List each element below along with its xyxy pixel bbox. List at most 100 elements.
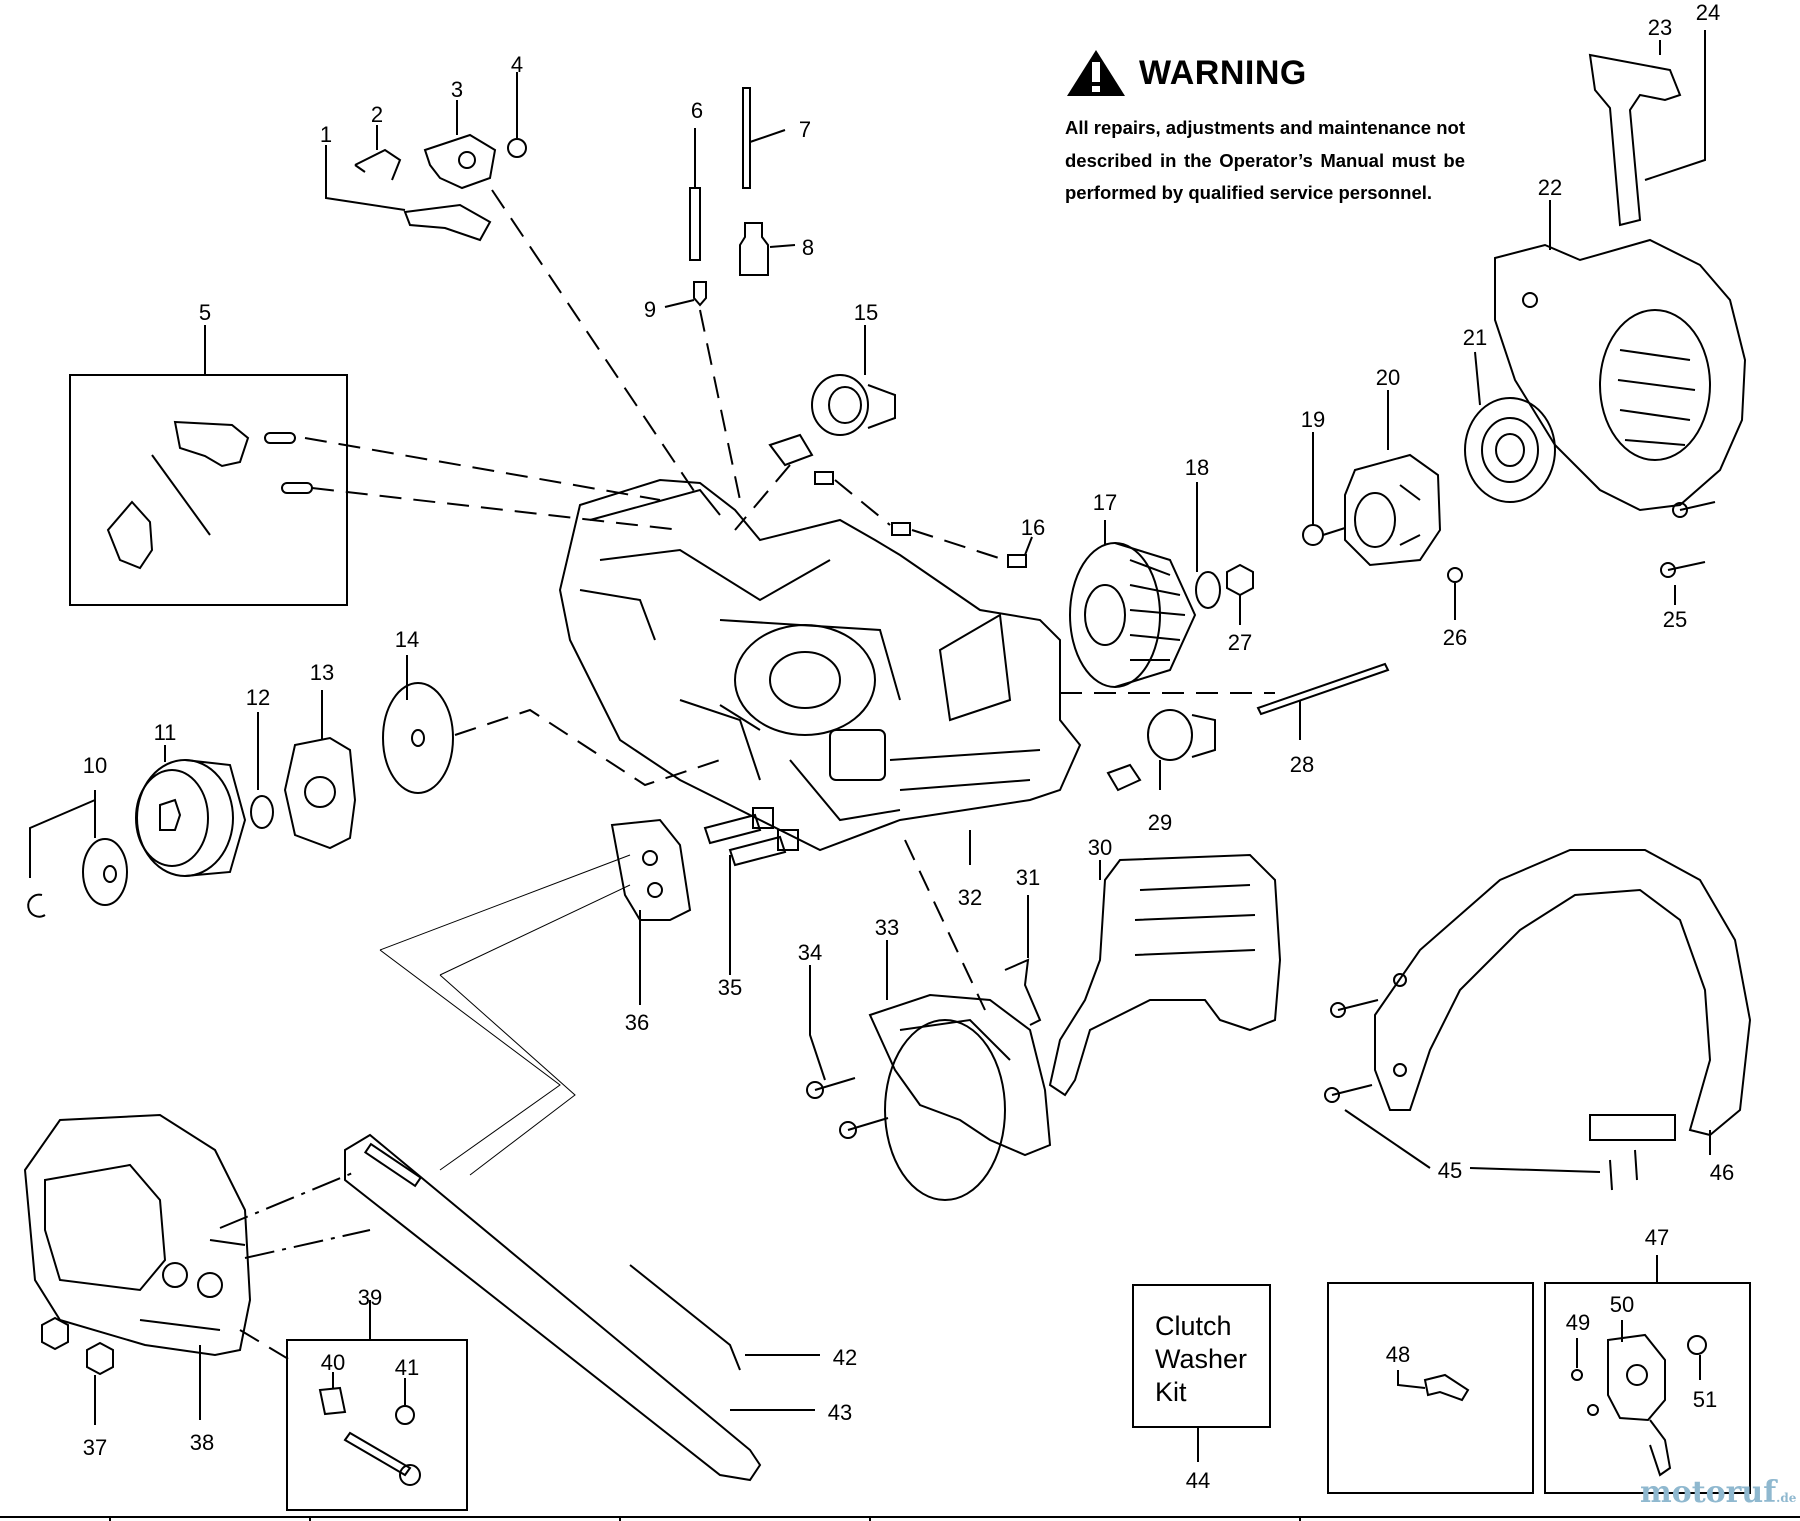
part-20-pulley [1344, 453, 1442, 567]
warning-text: All repairs, adjustments and maintenance… [1065, 117, 1465, 203]
part-22-starter-housing [1494, 238, 1747, 512]
part-34-screws [806, 1077, 889, 1139]
callout-29: 29 [1148, 810, 1172, 835]
callout-16: 16 [1021, 515, 1045, 540]
part-17-flywheel [1069, 542, 1197, 688]
watermark-suffix: .de [1776, 1491, 1797, 1505]
warning-title: WARNING [1139, 53, 1307, 92]
leader-10 [29, 790, 96, 878]
part-16-clip-a [814, 471, 834, 485]
inset-box-39 [286, 1339, 468, 1511]
callout-32: 32 [958, 885, 982, 910]
dashed-3 [491, 189, 701, 501]
part-37-nuts [41, 1316, 114, 1376]
dashed-14 [454, 708, 721, 787]
part-36-plate [610, 818, 692, 921]
part-1-lever [403, 203, 492, 242]
callout-14: 14 [395, 627, 419, 652]
part-12-washer [250, 795, 274, 829]
callout-41: 41 [395, 1355, 419, 1380]
dashed-cover-bolts [379, 854, 631, 1176]
leader-8 [769, 244, 796, 248]
part-18-washer [1195, 571, 1221, 609]
kit-label-line3: Kit [1155, 1377, 1187, 1407]
dashed-5-b [311, 487, 681, 531]
callout-30: 30 [1088, 835, 1112, 860]
callout-15: 15 [854, 300, 878, 325]
callout-44: 44 [1186, 1468, 1210, 1493]
part-50-oil-pump [1607, 1333, 1672, 1477]
dash-dot-39 [239, 1329, 291, 1361]
callout-12: 12 [246, 685, 270, 710]
part-45-screws [1324, 999, 1638, 1191]
callout-45: 45 [1438, 1158, 1462, 1183]
callout-23: 23 [1648, 15, 1672, 40]
part-7-rod [742, 87, 751, 189]
part-9-plug [693, 281, 707, 307]
dashed-5-a [304, 437, 661, 501]
callout-19: 19 [1301, 407, 1325, 432]
part-2-spring [354, 148, 402, 181]
part-21-spring [1464, 397, 1556, 503]
callout-33: 33 [875, 915, 899, 940]
part-13-clutch-shoe [283, 736, 357, 850]
callout-37: 37 [83, 1435, 107, 1460]
callout-35: 35 [718, 975, 742, 1000]
callout-10: 10 [83, 753, 107, 778]
part-16-clip-c [1007, 554, 1027, 568]
part-10-e-clip [27, 893, 46, 918]
leader-45 [1344, 1109, 1601, 1173]
callout-22: 22 [1538, 175, 1562, 200]
leader-21 [1474, 351, 1481, 406]
callout-24: 24 [1696, 0, 1720, 25]
callout-11: 11 [154, 720, 177, 745]
part-41-washer [395, 1405, 415, 1425]
engine-crankcase-body [558, 478, 1082, 852]
callout-6: 6 [691, 98, 703, 123]
callout-34: 34 [798, 940, 822, 965]
part-3-trigger-block [423, 133, 497, 190]
part-48-connector [1423, 1373, 1470, 1402]
callout-51: 51 [1693, 1387, 1717, 1412]
kit-box-44 [1132, 1284, 1271, 1428]
callout-18: 18 [1185, 455, 1209, 480]
part-19-bolt [1302, 524, 1346, 546]
dashed-16 [834, 479, 1006, 561]
dashed-32 [904, 839, 986, 1011]
callout-48: 48 [1386, 1342, 1410, 1367]
callout-17: 17 [1093, 490, 1117, 515]
leader-16 [1024, 536, 1033, 556]
warning-notice: WARNING All repairs, adjustments and mai… [1065, 48, 1465, 210]
dashed-15 [734, 464, 791, 531]
part-23-handle [1588, 53, 1682, 227]
inset-box-47 [1544, 1282, 1751, 1494]
callout-25: 25 [1663, 607, 1687, 632]
part-28-rod [1256, 662, 1390, 716]
callout-43: 43 [828, 1400, 852, 1425]
callout-49: 49 [1566, 1310, 1590, 1335]
inset-box-5 [69, 374, 348, 606]
part-4-clip [507, 138, 527, 158]
safety-trigger-parts [106, 420, 313, 570]
leader-24 [1644, 30, 1706, 181]
part-26-nut [1447, 567, 1463, 583]
dashed-9 [699, 309, 741, 501]
callout-1: 1 [320, 122, 332, 147]
kit-label-line1: Clutch [1155, 1311, 1232, 1341]
bottom-table-line [0, 1516, 1800, 1521]
part-31-spring [1004, 958, 1042, 1026]
part-49-screws [1571, 1369, 1599, 1416]
callout-7: 7 [799, 117, 811, 142]
dash-dot-cover-1 [219, 1171, 356, 1229]
callout-20: 20 [1376, 365, 1400, 390]
leader-1 [325, 145, 406, 211]
dash-dot-cover-2 [244, 1229, 371, 1259]
callout-13: 13 [310, 660, 334, 685]
callout-46: 46 [1710, 1160, 1734, 1185]
part-11-clutch-drum [135, 759, 247, 877]
part-39-adjuster-screw [343, 1431, 421, 1486]
callout-27: 27 [1228, 630, 1252, 655]
part-38-sprocket-cover [23, 1113, 252, 1357]
callout-21: 21 [1463, 325, 1487, 350]
